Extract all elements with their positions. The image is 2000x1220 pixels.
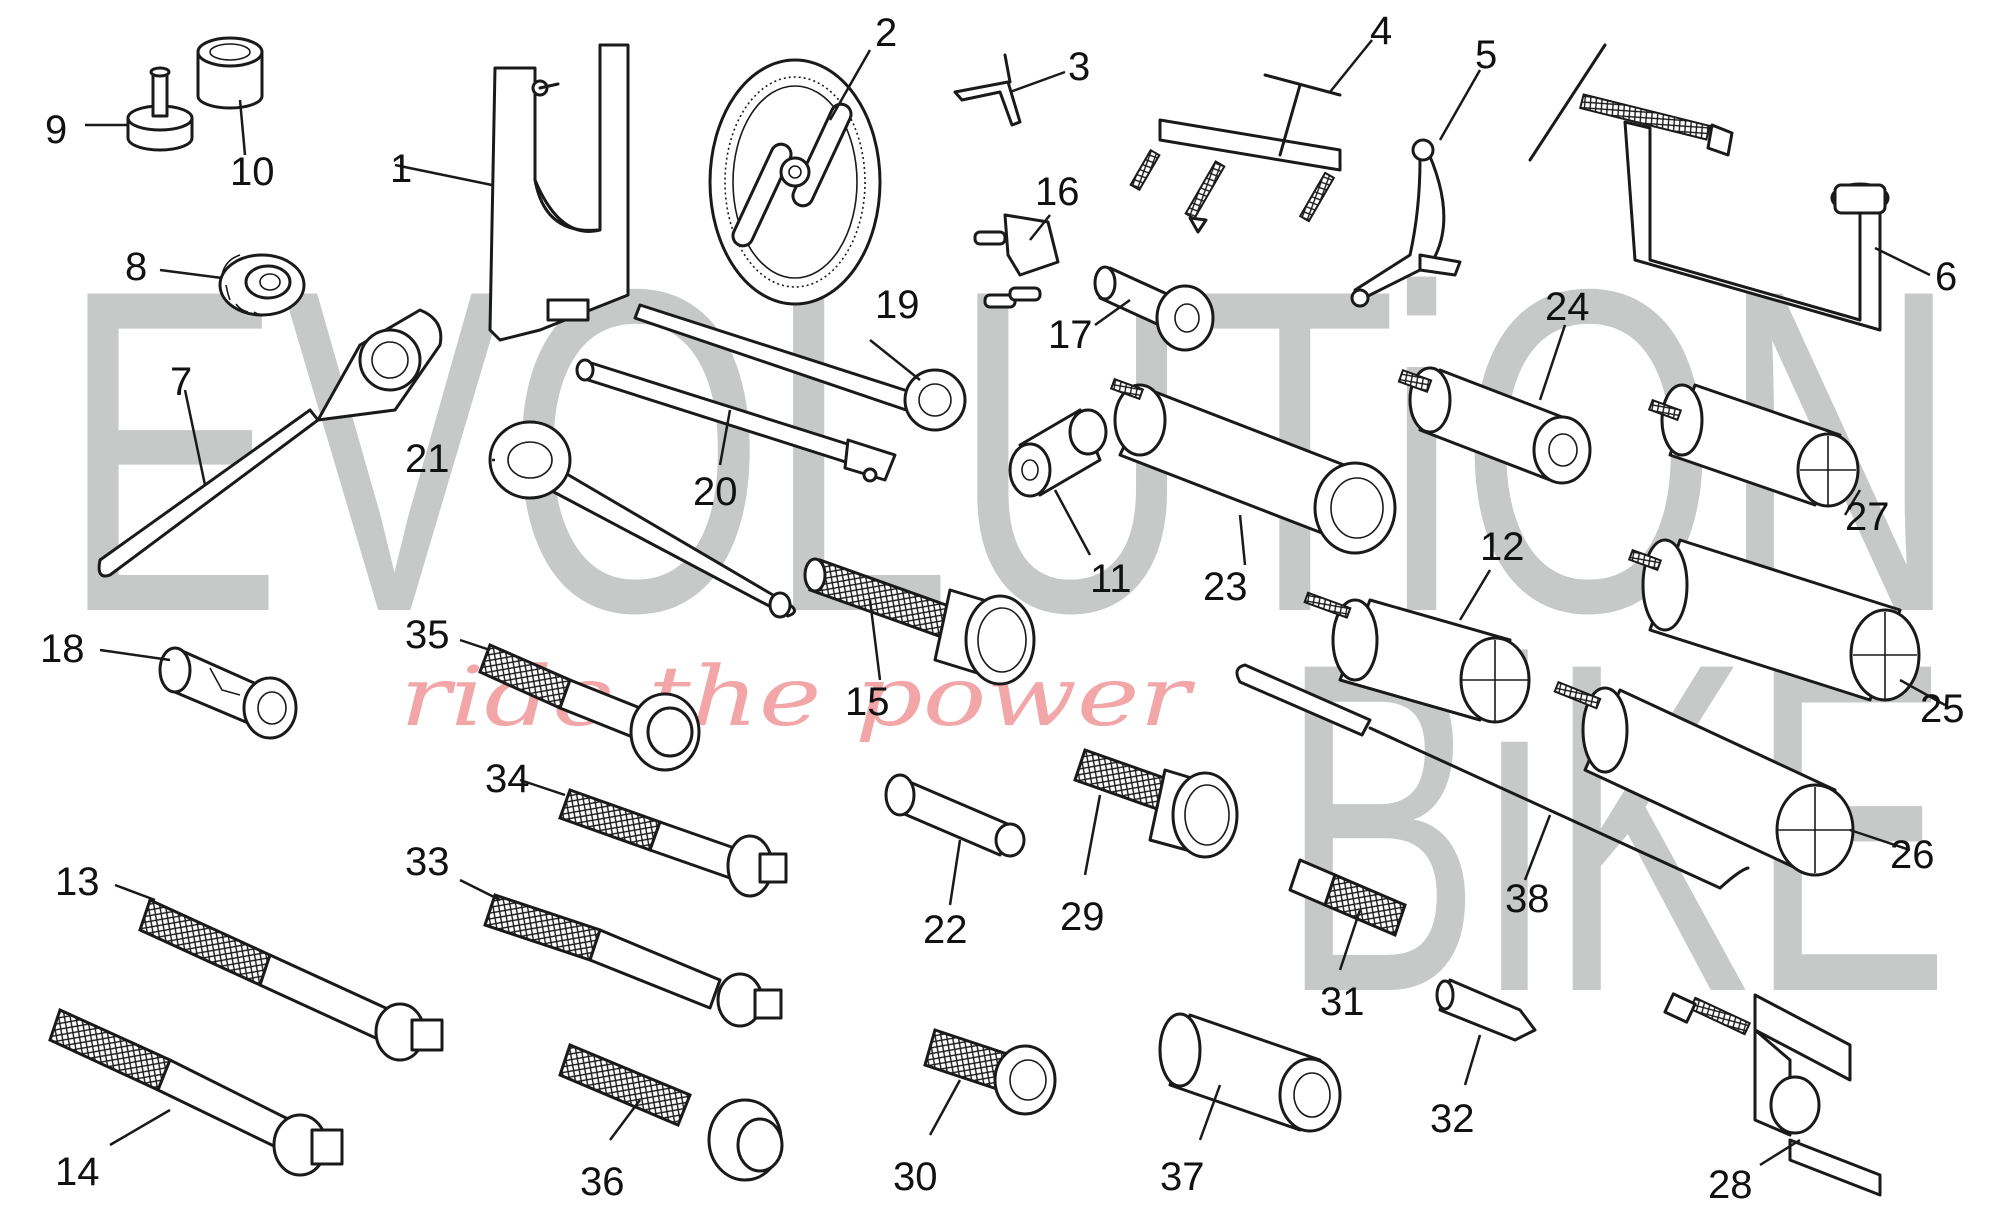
part-13-long-bolt [138, 897, 444, 1062]
part-29-knurled-cup [1073, 748, 1239, 859]
label-14: 14 [55, 1150, 100, 1194]
part-26-cylinder [1553, 680, 1855, 877]
label-3: 3 [1068, 45, 1090, 89]
label-12: 12 [1480, 525, 1525, 569]
label-37: 37 [1160, 1155, 1205, 1199]
part-32-pin [1435, 978, 1537, 1042]
part-24-cylinder [1397, 366, 1592, 485]
part-21-ring-spanner [488, 420, 796, 619]
label-28: 28 [1708, 1163, 1753, 1207]
label-31: 31 [1320, 980, 1365, 1024]
label-7: 7 [170, 360, 192, 404]
label-20: 20 [693, 470, 738, 514]
label-19: 19 [875, 283, 920, 327]
part-4-puller [1129, 73, 1342, 234]
part-33-bolt [483, 893, 783, 1028]
label-11: 11 [1090, 557, 1132, 601]
label-8: 8 [125, 245, 147, 289]
label-38: 38 [1505, 877, 1550, 921]
part-38-pick [1235, 663, 1750, 890]
label-18: 18 [40, 627, 85, 671]
part-25-cylinder [1627, 538, 1921, 702]
part-23-cylinder [1109, 377, 1397, 555]
part-17-drum [1093, 265, 1215, 352]
label-27: 27 [1845, 495, 1890, 539]
part-number-labels: 1 2 3 4 5 6 7 8 9 10 11 12 13 14 15 16 1… [40, 9, 1965, 1207]
part-11-sleeve [1008, 408, 1108, 498]
leader-lines [85, 39, 1946, 1167]
part-9-adapter [126, 66, 194, 152]
label-24: 24 [1545, 285, 1590, 329]
label-26: 26 [1890, 833, 1935, 877]
part-31-stud [1288, 858, 1407, 938]
label-35: 35 [405, 613, 450, 657]
part-5-hook-tool [1350, 138, 1462, 308]
label-22: 22 [923, 908, 968, 952]
part-14-long-bolt [48, 1007, 344, 1177]
label-29: 29 [1060, 895, 1105, 939]
label-13: 13 [55, 860, 100, 904]
label-1: 1 [390, 147, 412, 191]
part-27-cylinder [1647, 383, 1860, 508]
label-16: 16 [1035, 170, 1080, 214]
part-8-knurled-nut [218, 253, 306, 317]
part-35-bolt [478, 642, 701, 772]
label-9: 9 [45, 108, 67, 152]
label-33: 33 [405, 840, 450, 884]
part-7-spanner [97, 308, 443, 578]
part-19-flat-wrench [633, 303, 967, 432]
part-34-bolt [558, 788, 788, 898]
part-36-bolt [558, 1042, 784, 1182]
part-28-block-clamp [1663, 992, 1882, 1197]
part-1-fork-plate [488, 43, 630, 342]
part-3-bracket [953, 53, 1022, 127]
part-20-rod-clevis [575, 358, 897, 483]
label-17: 17 [1048, 313, 1093, 357]
label-36: 36 [580, 1160, 625, 1204]
label-10: 10 [230, 150, 275, 194]
label-21: 21 [405, 437, 450, 481]
part-12-cylinder [1303, 591, 1531, 724]
label-2: 2 [875, 11, 897, 55]
part-15-knurled-cup [803, 557, 1036, 686]
label-4: 4 [1370, 9, 1392, 53]
part-10-sleeve [196, 36, 264, 110]
part-22-pin [884, 773, 1026, 858]
label-34: 34 [485, 757, 530, 801]
part-16-pin-plate [973, 213, 1060, 309]
part-18-sleeve [158, 646, 298, 740]
part-37-sleeve [1158, 1012, 1342, 1133]
label-15: 15 [845, 680, 890, 724]
label-32: 32 [1430, 1097, 1475, 1141]
part-2-degree-wheel [708, 58, 882, 306]
part-6-c-clamp [1528, 43, 1890, 332]
label-30: 30 [893, 1155, 938, 1199]
label-23: 23 [1203, 565, 1248, 609]
label-25: 25 [1920, 687, 1965, 731]
part-30-knurled [923, 1028, 1057, 1116]
label-6: 6 [1935, 255, 1957, 299]
label-5: 5 [1475, 33, 1497, 77]
